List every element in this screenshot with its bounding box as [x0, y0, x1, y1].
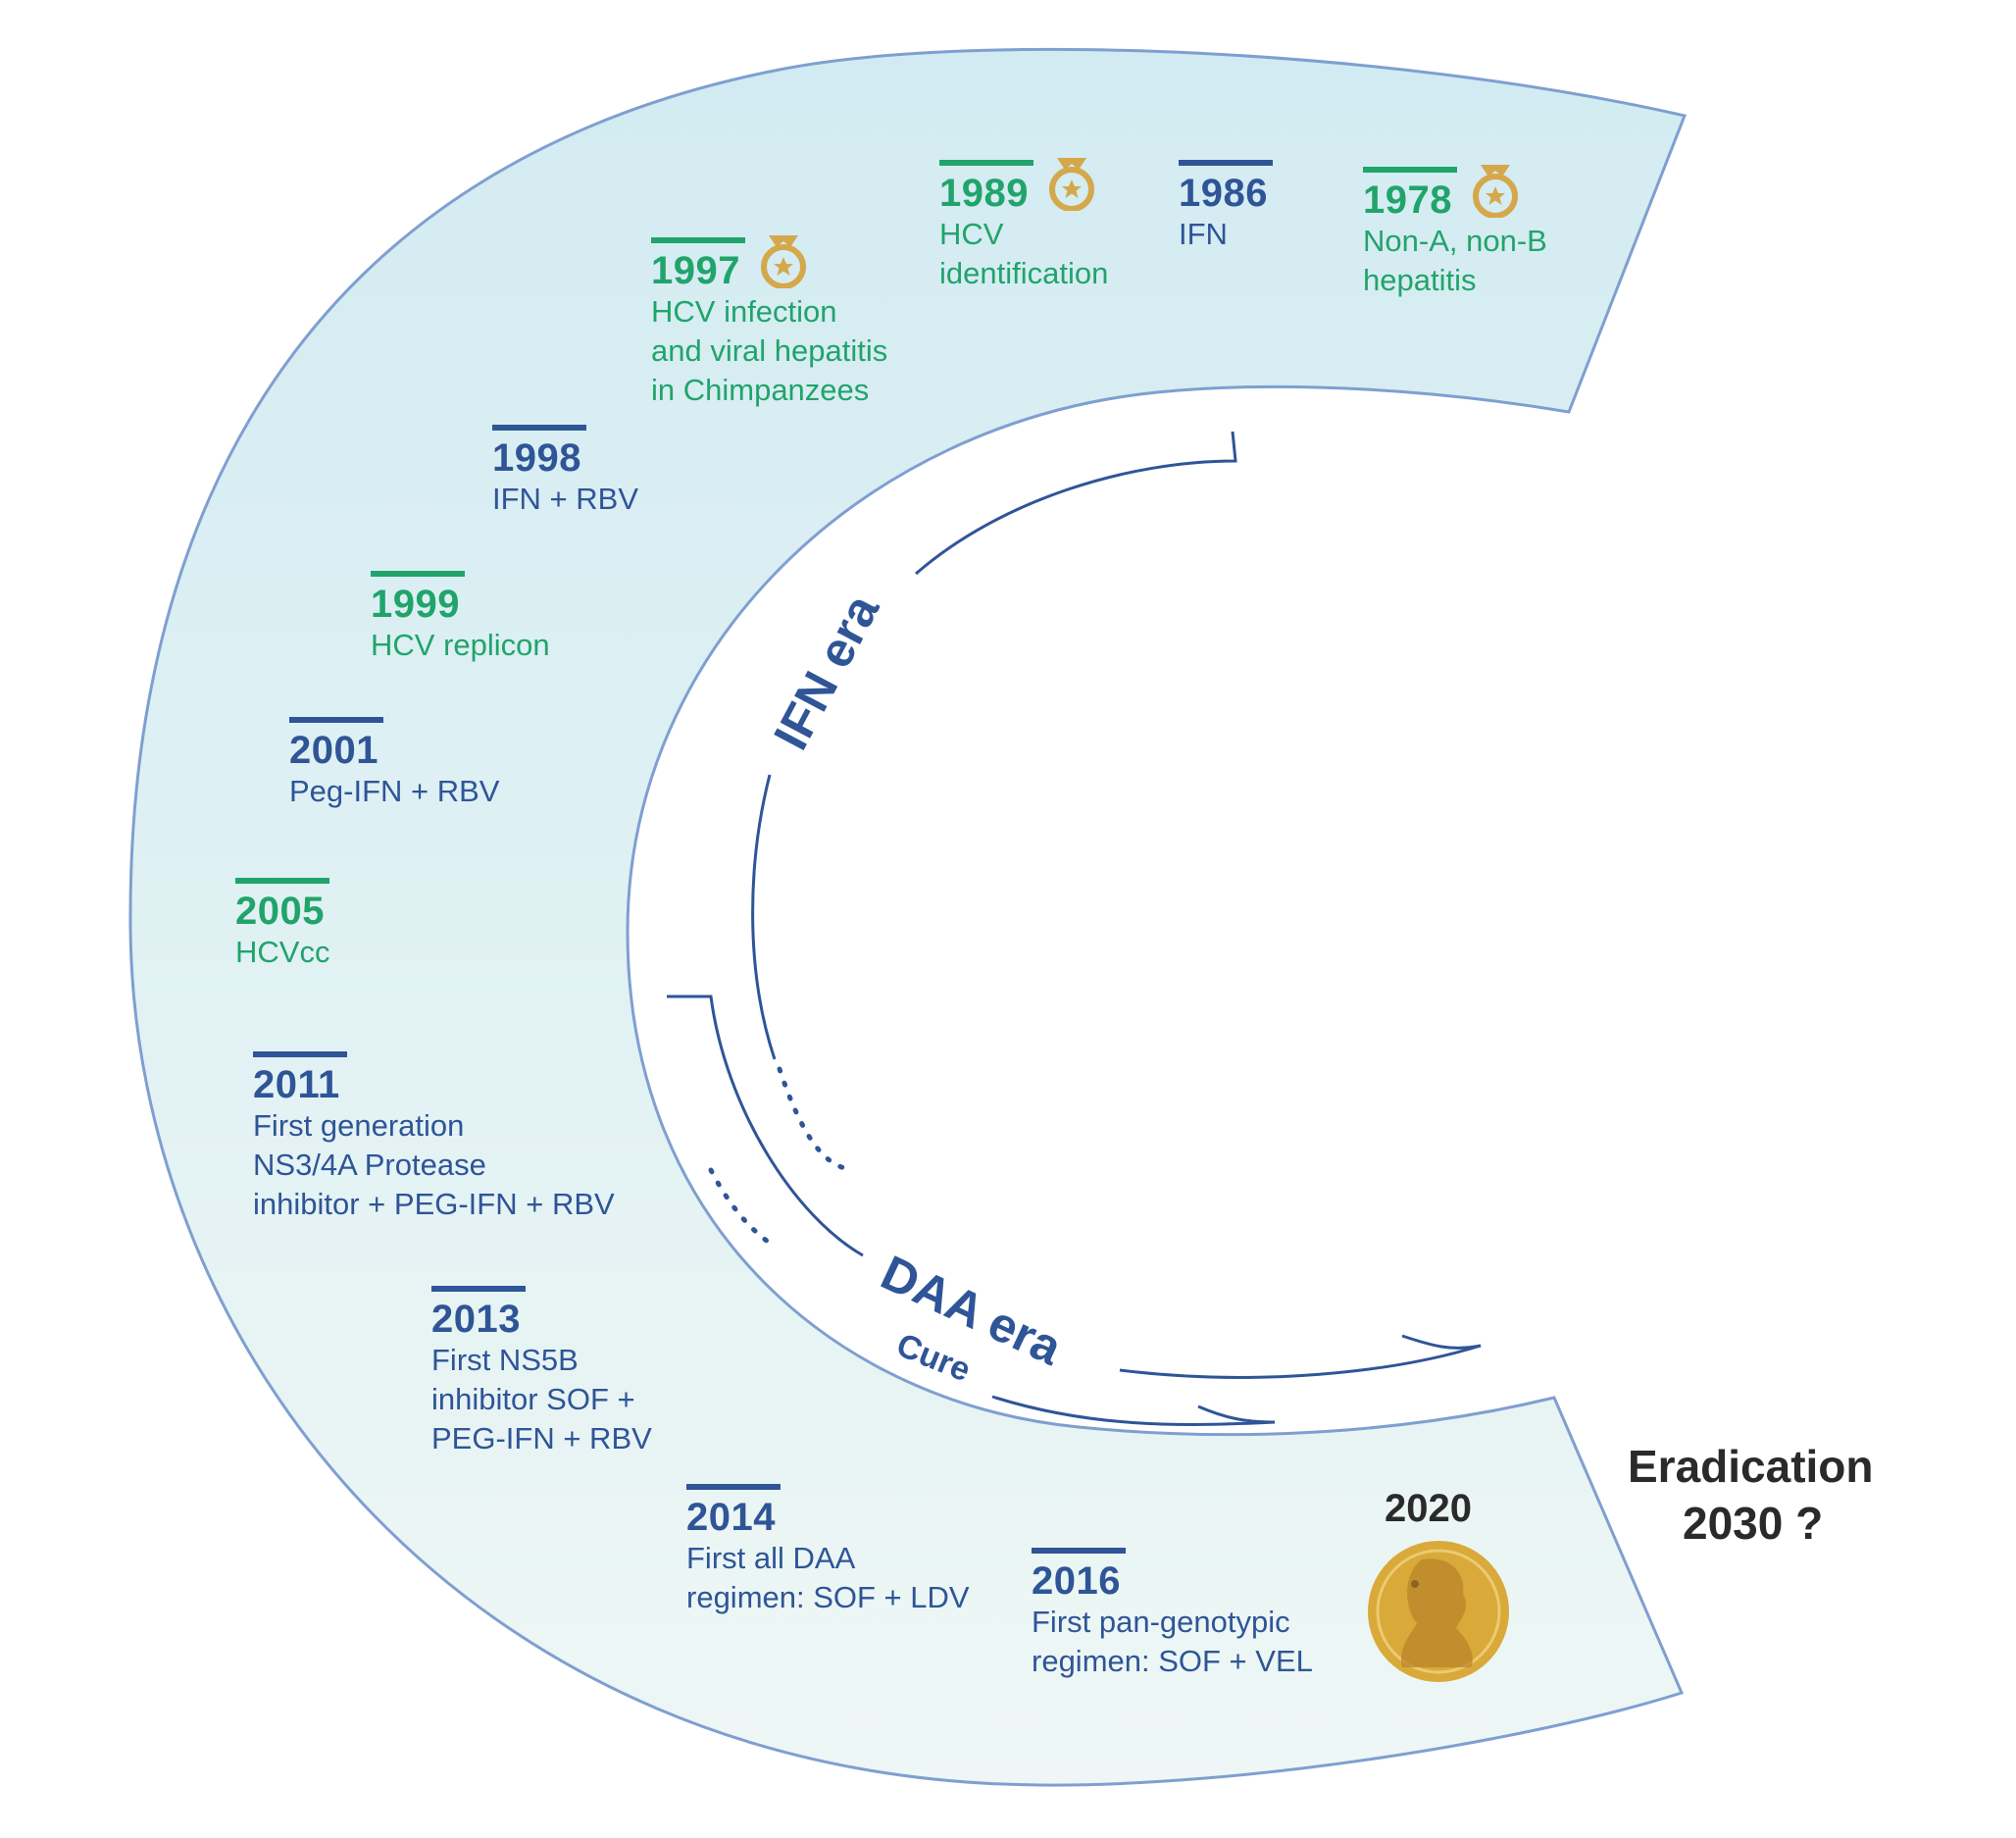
- event-description: IFN + RBV: [492, 482, 639, 516]
- event-marker-bar: [289, 717, 383, 723]
- event-description: HCV replicon: [371, 628, 550, 662]
- event-year: 1999: [371, 583, 460, 626]
- ifn-era-dotted-arc: [777, 1066, 854, 1172]
- event-marker-bar: [1363, 167, 1457, 173]
- event-description: First NS5B inhibitor SOF + PEG-IFN + RBV: [431, 1343, 652, 1455]
- ifn-era-label: IFN era: [763, 585, 890, 758]
- event-description: First all DAA regimen: SOF + LDV: [686, 1541, 970, 1614]
- event-year: 1998: [492, 436, 581, 480]
- cure-arrowhead: [1197, 1404, 1276, 1424]
- event-year: 2011: [253, 1063, 340, 1106]
- event-marker-bar: [1032, 1548, 1126, 1554]
- ifn-era-arc-upper: [915, 431, 1237, 576]
- cure-arc: [991, 1395, 1276, 1426]
- event-description: First pan-genotypic regimen: SOF + VEL: [1032, 1605, 1313, 1678]
- event-description: HCV infection and viral hepatitis in Chi…: [651, 294, 888, 407]
- event-year: 2013: [431, 1298, 521, 1341]
- event-year: 2016: [1032, 1559, 1121, 1603]
- event-year: 2005: [235, 890, 325, 933]
- nobel-year-label: 2020: [1385, 1487, 1472, 1530]
- event-year: 2014: [686, 1496, 776, 1539]
- event-marker-bar: [492, 425, 586, 431]
- event-description: HCVcc: [235, 935, 330, 969]
- nobel-medal-icon: [1368, 1541, 1509, 1682]
- event-description: HCV identification: [939, 217, 1109, 290]
- medal-icon: [1473, 165, 1518, 218]
- daa-era-arc: [667, 995, 864, 1257]
- event-year: 2001: [289, 729, 378, 772]
- event-description: First generation NS3/4A Protease inhibit…: [253, 1108, 615, 1221]
- daa-era-dotted-arc: [708, 1167, 774, 1247]
- c-shaped-band: [128, 47, 1688, 1787]
- event-description: IFN: [1179, 217, 1228, 251]
- eradication-title: Eradication: [1628, 1441, 1874, 1492]
- event-marker-bar: [431, 1286, 526, 1292]
- medal-icon: [761, 235, 806, 288]
- event-marker-bar: [651, 237, 745, 243]
- ifn-era-arc-lower: [751, 774, 777, 1060]
- eradication-year: 2030 ?: [1683, 1498, 1824, 1549]
- event-year: 1978: [1363, 179, 1452, 222]
- daa-era-arrow-line: [1119, 1344, 1482, 1379]
- event-marker-bar: [235, 878, 329, 884]
- event-year: 1989: [939, 172, 1029, 215]
- event-year: 1986: [1179, 172, 1268, 215]
- event-description: Non-A, non-B hepatitis: [1363, 224, 1547, 297]
- medal-icon: [1049, 158, 1094, 211]
- event-description: Peg-IFN + RBV: [289, 774, 500, 808]
- event-marker-bar: [686, 1484, 781, 1490]
- event-year: 1997: [651, 249, 740, 292]
- daa-era-arrowhead: [1401, 1334, 1482, 1350]
- event-marker-bar: [939, 160, 1033, 166]
- event-marker-bar: [371, 571, 465, 577]
- event-marker-bar: [1179, 160, 1273, 166]
- event-marker-bar: [253, 1051, 347, 1057]
